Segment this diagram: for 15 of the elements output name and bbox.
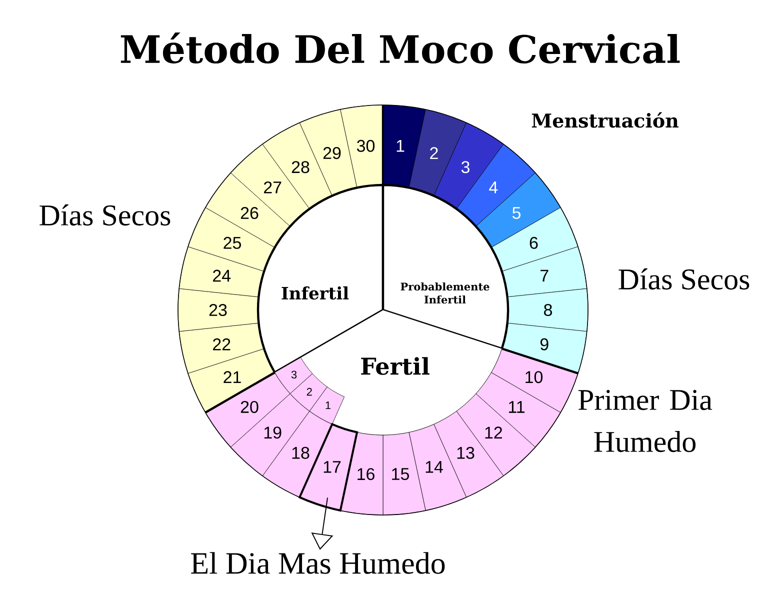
caption-text: El Dia Mas Humedo — [191, 552, 445, 574]
title: Método Del Moco Cervical — [120, 32, 680, 64]
day-segment: 30 — [340, 104, 384, 188]
phase-label: Fertil — [361, 357, 430, 375]
phase-label: Días Secos — [40, 204, 170, 226]
day-segment: 1 — [382, 104, 426, 188]
day-segment: 23 — [178, 288, 259, 332]
day-segment: 16 — [340, 432, 384, 516]
phase-label: Menstruación — [532, 112, 678, 128]
phase-label: Días Secos — [618, 268, 750, 290]
phase-label: Primer Dia Humedo — [578, 390, 712, 452]
day-segment: 8 — [507, 288, 588, 332]
day-segment: 15 — [382, 432, 426, 516]
phase-label: Infertil — [282, 286, 349, 300]
phase-label: Probablemente Infertil — [400, 282, 490, 304]
